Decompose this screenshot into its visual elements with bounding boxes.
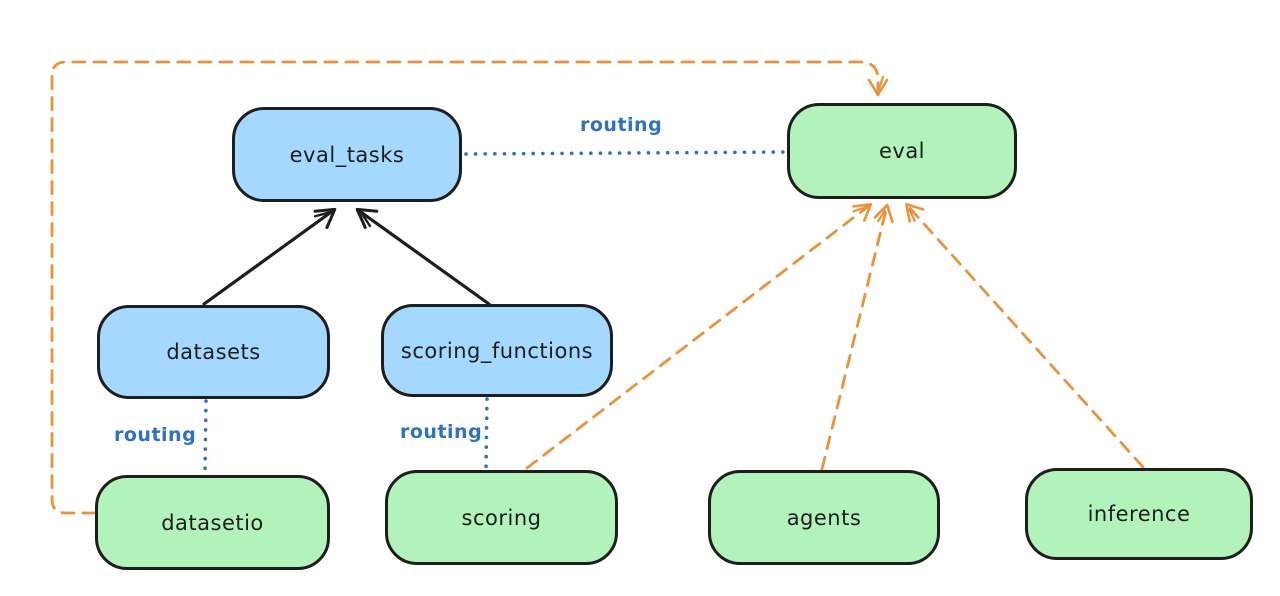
node-inference: inference	[1025, 468, 1253, 560]
edge-scoring-to-eval	[525, 203, 873, 470]
edge-scoring-functions-to-eval-tasks	[355, 207, 491, 306]
edge-label-routing-datasets-datasetio: routing	[114, 424, 197, 446]
edge-scoring-functions-to-scoring-routing	[484, 397, 489, 471]
node-scoring: scoring	[385, 470, 618, 565]
edge-datasets-to-datasetio-routing	[203, 399, 208, 475]
edge-datasetio-to-eval	[50, 60, 889, 515]
node-eval-tasks-label: eval_tasks	[289, 142, 405, 167]
node-eval: eval	[787, 103, 1017, 199]
edge-label-routing-scoring-functions-scoring: routing	[400, 421, 483, 443]
node-scoring-functions-label: scoring_functions	[400, 338, 594, 363]
edge-datasets-to-eval-tasks	[202, 207, 337, 306]
node-scoring-functions: scoring_functions	[381, 304, 613, 397]
node-eval-label: eval	[878, 139, 926, 163]
edge-eval-tasks-to-eval-routing	[464, 150, 787, 156]
node-datasetio-label: datasetio	[161, 510, 264, 535]
node-agents: agents	[708, 470, 940, 565]
edge-agents-to-eval	[820, 203, 894, 471]
edge-inference-to-eval	[905, 202, 1145, 469]
node-datasets-label: datasets	[166, 340, 261, 364]
node-inference-label: inference	[1087, 502, 1191, 526]
edge-label-routing-eval-tasks-eval: routing	[580, 114, 663, 136]
node-datasets: datasets	[97, 305, 330, 399]
node-agents-label: agents	[786, 505, 862, 530]
node-datasetio: datasetio	[95, 475, 330, 570]
node-scoring-label: scoring	[461, 505, 542, 530]
node-eval-tasks: eval_tasks	[232, 107, 462, 202]
